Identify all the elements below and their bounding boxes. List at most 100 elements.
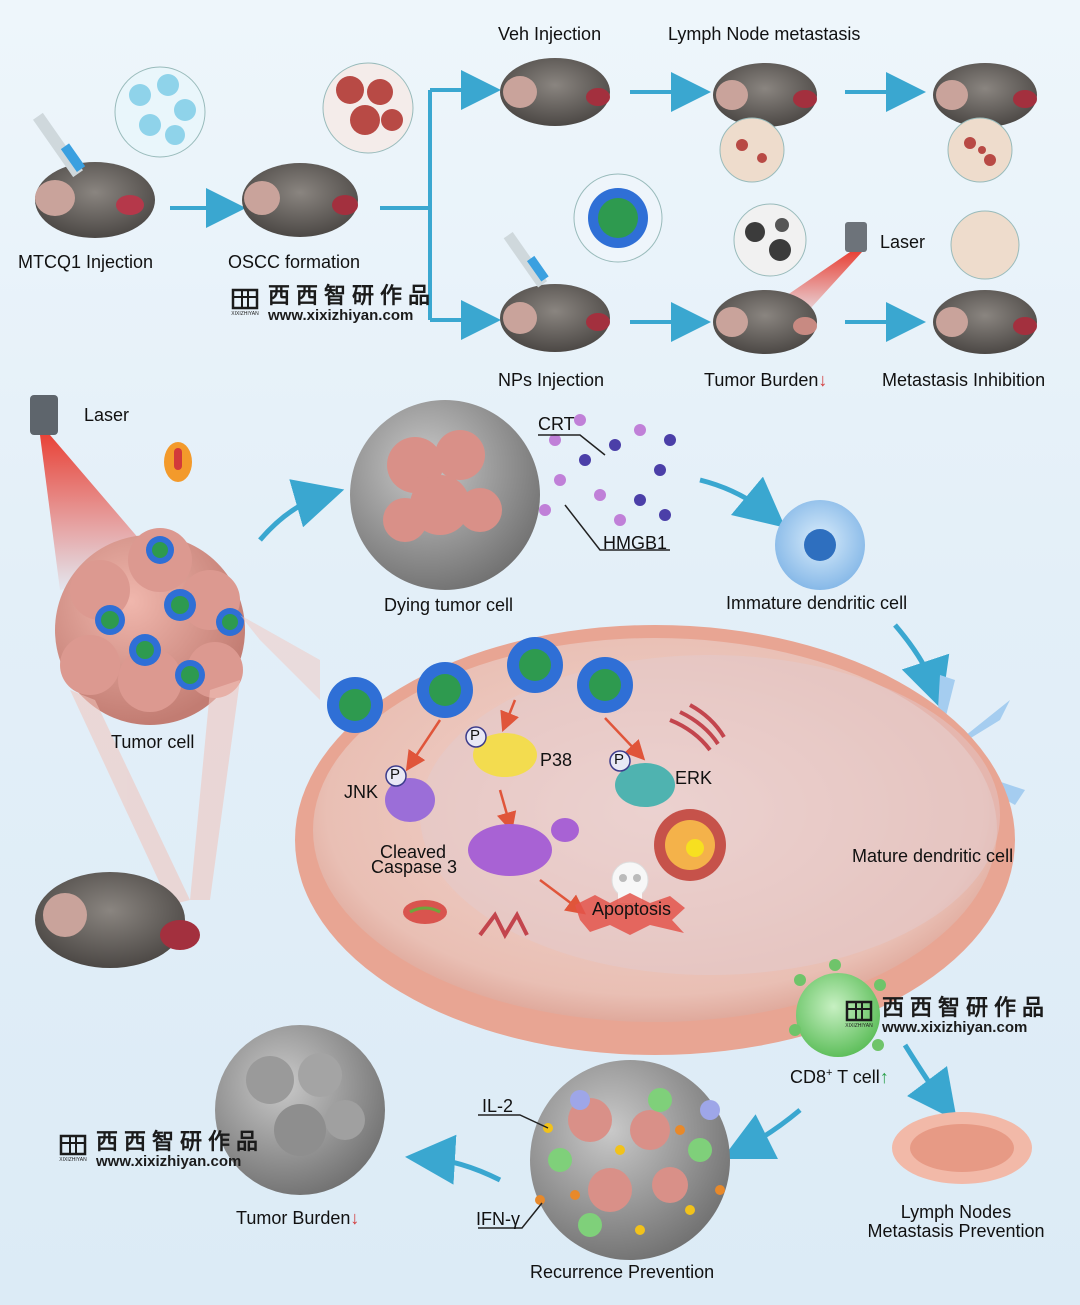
arrow-to-recurrence <box>722 1108 802 1159</box>
watermark-url: www.xixizhiyan.com <box>268 307 414 325</box>
arrow-to-lymph <box>902 1043 957 1122</box>
syringe-icon <box>33 112 86 178</box>
syringe-icon-2 <box>503 231 549 288</box>
thermometer-flame-icon <box>164 442 192 482</box>
label-tumor-burden-bottom: Tumor Burden↓ <box>236 1208 359 1229</box>
mouse-lymph-meta-2 <box>933 63 1037 183</box>
label-lymph-nodes-2: Metastasis Prevention <box>867 1221 1045 1241</box>
cd8-tcell-graphic <box>789 959 886 1057</box>
p38-protein <box>473 733 537 777</box>
watermark-top: XIXIZHIYAN 西西智研作品 www.xixizhiyan.com <box>228 284 436 325</box>
arrow-to-dying <box>258 479 345 542</box>
watermark-name-2: 西西智研作品 <box>882 995 1051 1021</box>
label-lymph-node-metastasis: Lymph Node metastasis <box>668 24 861 44</box>
nanoparticles-entering <box>327 637 633 733</box>
label-crt: CRT <box>538 414 575 434</box>
label-p-erk: P <box>614 751 625 768</box>
lymph-node-graphic <box>892 1112 1032 1184</box>
tumor-bubble <box>322 62 414 154</box>
label-cd8-tcell: CD8+ T cell↑ <box>790 1067 889 1088</box>
zoom-cone-left <box>70 680 240 905</box>
label-veh-injection: Veh Injection <box>498 24 602 44</box>
dead-tumor-graphic <box>215 1025 385 1195</box>
cd8-sup: + <box>826 1067 833 1079</box>
label-p38: P38 <box>540 750 573 770</box>
tumor-burden-top-text: Tumor Burden <box>704 370 819 390</box>
label-nps-injection: NPs Injection <box>498 370 605 390</box>
label-recurrence-prevention: Recurrence Prevention <box>530 1262 715 1282</box>
recurrence-cluster-graphic <box>530 1060 730 1260</box>
watermark-name: 西西智研作品 <box>268 283 437 309</box>
dying-tumor-cell-graphic <box>350 400 540 590</box>
watermark-logo-sub: XIXIZHIYAN <box>231 311 259 318</box>
label-ifn: IFN-γ <box>476 1209 520 1229</box>
label-lymph-nodes-1: Lymph Nodes <box>900 1202 1012 1222</box>
tumor-burden-bottom-text: Tumor Burden <box>236 1208 351 1228</box>
apoptosis-burst <box>575 893 685 935</box>
er-organelle <box>478 910 529 940</box>
watermark-url-2: www.xixizhiyan.com <box>882 1019 1028 1037</box>
label-laser-left: Laser <box>84 405 130 425</box>
label-oscc-formation: OSCC formation <box>228 252 361 272</box>
nanoparticle-bubble <box>573 173 663 263</box>
mouse-mtcq1 <box>35 162 155 238</box>
watermark-url-3: www.xixizhiyan.com <box>96 1153 242 1171</box>
label-jnk: JNK <box>344 782 379 802</box>
watermark-logo-sub-2: XIXIZHIYAN <box>845 1023 873 1030</box>
tumor-cell-cluster <box>55 528 245 725</box>
ifn-leader-line <box>478 1202 543 1229</box>
crt-leader-line <box>538 434 606 456</box>
mouse-metastasis-inhibition <box>933 210 1037 354</box>
label-erk: ERK <box>675 768 713 788</box>
mouse-bottom-left <box>35 872 200 968</box>
p-marker-icons <box>385 726 631 787</box>
label-cleaved-1: Cleaved <box>380 842 447 862</box>
crt-hmgb1-particles <box>539 414 676 526</box>
nucleus-organelle <box>654 809 726 881</box>
label-cleaved-2: Caspase 3 <box>371 857 458 877</box>
golgi-organelle <box>669 703 726 752</box>
down-arrow-icon: ↓ <box>818 370 828 390</box>
mouse-tumor-burden <box>713 203 817 354</box>
up-arrow-icon: ↑ <box>879 1067 889 1087</box>
label-mtcq1-injection: MTCQ1 Injection <box>18 252 154 272</box>
label-laser-top: Laser <box>880 232 926 252</box>
label-p-jnk: P <box>390 766 401 783</box>
mouse-lymph-meta <box>713 63 817 183</box>
label-dying-tumor-cell: Dying tumor cell <box>384 595 514 615</box>
label-metastasis-inhibition: Metastasis Inhibition <box>882 370 1046 390</box>
label-apoptosis: Apoptosis <box>592 899 672 919</box>
immature-dc-graphic <box>775 500 865 590</box>
watermark-logo-icon-3: XIXIZHIYAN <box>56 1133 90 1167</box>
hmgb1-leader-line <box>564 504 670 551</box>
watermark-logo-icon: XIXIZHIYAN <box>228 287 262 321</box>
erk-protein <box>615 763 675 807</box>
watermark-bottom: XIXIZHIYAN 西西智研作品 www.xixizhiyan.com <box>56 1130 264 1171</box>
mitochondria-organelle <box>403 900 447 924</box>
cell-bubble-blue <box>114 66 206 158</box>
arrow-to-immature-dc <box>699 476 786 528</box>
label-p-p38: P <box>470 727 481 744</box>
il2-leader-line <box>478 1114 549 1129</box>
label-il2: IL-2 <box>482 1096 514 1116</box>
signal-arrows <box>405 699 646 915</box>
down-arrow-icon-2: ↓ <box>350 1208 360 1228</box>
label-mature-dc: Mature dendritic cell <box>852 846 1014 866</box>
watermark-logo-sub-3: XIXIZHIYAN <box>59 1157 87 1164</box>
watermark-right: XIXIZHIYAN 西西智研作品 www.xixizhiyan.com <box>842 996 1050 1037</box>
cd8-prefix: CD8 <box>790 1067 827 1087</box>
watermark-name-3: 西西智研作品 <box>96 1129 265 1155</box>
mouse-oscc <box>242 163 358 237</box>
watermark-logo-icon-2: XIXIZHIYAN <box>842 999 876 1033</box>
mouse-veh <box>500 58 610 126</box>
zoom-cone-right <box>240 615 320 700</box>
arrow-to-tumor-burden <box>405 1134 502 1185</box>
cd8-suffix: T cell <box>832 1067 880 1087</box>
branch-connector <box>380 70 501 340</box>
mouse-nps <box>500 284 610 352</box>
label-immature-dc: Immature dendritic cell <box>726 593 908 613</box>
label-tumor-burden-top: Tumor Burden↓ <box>704 370 827 391</box>
caspase3-protein <box>468 818 579 876</box>
